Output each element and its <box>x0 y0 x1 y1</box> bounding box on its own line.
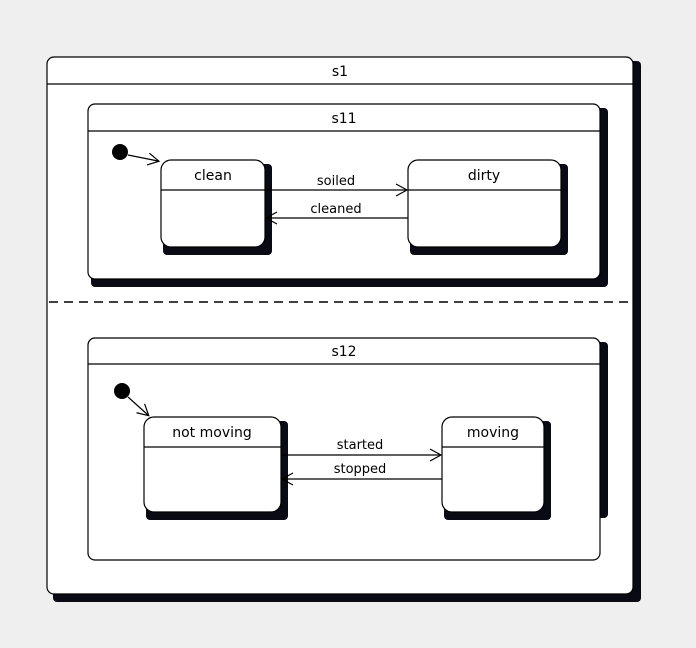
state-dirty[interactable]: dirty <box>407 159 568 255</box>
moving-title: moving <box>467 425 519 441</box>
initial-transition-s11 <box>127 155 158 161</box>
transition-stopped[interactable]: stopped <box>283 462 442 479</box>
transition-soiled[interactable]: soiled <box>265 174 406 190</box>
dirty-body <box>407 159 562 248</box>
transition-stopped-label: stopped <box>334 462 387 477</box>
state-moving[interactable]: moving <box>441 416 551 520</box>
transition-soiled-label: soiled <box>317 174 355 189</box>
transition-started-label: started <box>337 438 384 453</box>
initial-state-dot-s12 <box>114 383 130 399</box>
region-s12[interactable]: s12 not moving moving <box>87 337 608 561</box>
not-moving-body <box>143 416 282 513</box>
clean-title: clean <box>194 168 232 184</box>
initial-state-s12[interactable] <box>114 383 148 415</box>
transition-started[interactable]: started <box>281 438 440 455</box>
transition-cleaned-label: cleaned <box>310 202 361 217</box>
s1-title: s1 <box>332 64 348 80</box>
dirty-title: dirty <box>468 168 500 184</box>
not-moving-title: not moving <box>172 425 252 441</box>
state-not-moving[interactable]: not moving <box>143 416 288 520</box>
initial-state-dot-s11 <box>112 144 128 160</box>
transition-cleaned[interactable]: cleaned <box>267 202 408 218</box>
state-clean[interactable]: clean <box>160 159 272 255</box>
moving-body <box>441 416 545 513</box>
clean-body <box>160 159 266 248</box>
s11-title: s11 <box>331 111 356 127</box>
s12-title: s12 <box>331 344 356 360</box>
initial-transition-s12 <box>127 396 148 415</box>
region-s11[interactable]: s11 clean dirty <box>87 103 608 287</box>
initial-state-s11[interactable] <box>112 144 158 161</box>
